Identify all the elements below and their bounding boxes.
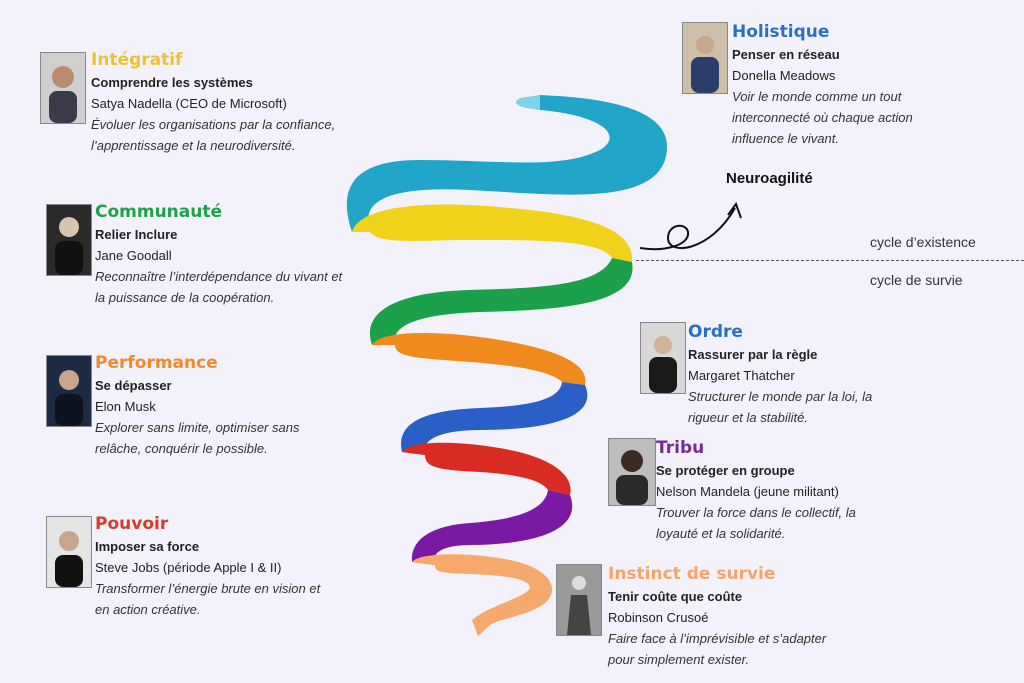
spiral-band-green — [369, 258, 633, 345]
portrait-performance — [46, 355, 92, 427]
level-desc-line: Trouver la force dans le collectif, la — [656, 505, 856, 520]
level-desc-line: rigueur et la stabilité. — [688, 410, 808, 425]
level-person: Jane Goodall — [95, 248, 172, 263]
level-title: Tribu — [656, 438, 705, 458]
portrait-pouvoir — [46, 516, 92, 588]
level-desc-line: interconnecté où chaque action — [732, 110, 913, 125]
curly-arrow — [639, 207, 736, 251]
spiral-band-yellow — [352, 204, 633, 262]
level-subtitle: Imposer sa force — [95, 539, 200, 554]
level-title: Ordre — [688, 322, 743, 342]
spiral-band-turquoise-tail — [516, 95, 540, 110]
level-desc-line: pour simplement exister. — [608, 652, 750, 667]
level-person: Nelson Mandela (jeune militant) — [656, 484, 839, 499]
level-desc-line: Transformer l’énergie brute en vision et — [95, 581, 321, 596]
level-subtitle: Tenir coûte que coûte — [608, 589, 743, 604]
level-person: Margaret Thatcher — [688, 368, 795, 383]
portrait-ordre — [640, 322, 686, 394]
cycle-survie-label: cycle de survie — [870, 272, 963, 288]
spiral-band-peach — [412, 554, 553, 636]
level-subtitle: Penser en réseau — [732, 47, 840, 62]
portrait-holistique — [682, 22, 728, 94]
level-desc-line: Explorer sans limite, optimiser sans — [95, 420, 300, 435]
level-desc-line: en action créative. — [95, 602, 201, 617]
level-desc-line: loyauté et la solidarité. — [656, 526, 786, 541]
spiral-band-blue — [401, 382, 588, 455]
level-desc-line: l’apprentissage et la neurodiversité. — [91, 138, 296, 153]
level-person: Steve Jobs (période Apple I & II) — [95, 560, 282, 575]
neuroagilite-label: Neuroagilité — [726, 170, 813, 187]
level-desc-line: relâche, conquérir le possible. — [95, 441, 268, 456]
level-subtitle: Se dépasser — [95, 378, 172, 393]
level-person: Elon Musk — [95, 399, 156, 414]
spiral-band-orange — [372, 333, 586, 385]
level-person: Robinson Crusoé — [608, 610, 709, 625]
portrait-tribu — [608, 438, 656, 506]
level-title: Instinct de survie — [608, 564, 776, 584]
cycle-divider — [636, 260, 1024, 261]
level-desc-line: la puissance de la coopération. — [95, 290, 275, 305]
level-person: Donella Meadows — [732, 68, 836, 83]
level-subtitle: Se protéger en groupe — [656, 463, 795, 478]
level-desc-line: Voir le monde comme un tout — [732, 89, 902, 104]
level-subtitle: Relier Inclure — [95, 227, 178, 242]
cycle-existence-label: cycle d’existence — [870, 234, 976, 250]
portrait-instinct — [556, 564, 602, 636]
level-person: Satya Nadella (CEO de Microsoft) — [91, 96, 287, 111]
spiral-band-red — [402, 442, 571, 495]
level-title: Pouvoir — [95, 514, 169, 534]
level-desc-line: Faire face à l’imprévisible et s’adapter — [608, 631, 827, 646]
level-desc-line: influence le vivant. — [732, 131, 839, 146]
portrait-integratif — [40, 52, 86, 124]
level-subtitle: Rassurer par la règle — [688, 347, 818, 362]
level-title: Intégratif — [91, 50, 183, 70]
curly-arrow-head — [727, 201, 742, 219]
level-desc-line: Reconnaître l’interdépendance du vivant … — [95, 269, 343, 284]
level-title: Communauté — [95, 202, 223, 222]
level-title: Performance — [95, 353, 218, 373]
level-desc-line: Évoluer les organisations par la confian… — [91, 117, 336, 132]
portrait-communaute — [46, 204, 92, 276]
spiral-band-turquoise — [346, 95, 668, 232]
level-title: Holistique — [732, 22, 830, 42]
level-subtitle: Comprendre les systèmes — [91, 75, 253, 90]
spiral-band-purple — [411, 490, 573, 565]
level-desc-line: Structurer le monde par la loi, la — [688, 389, 873, 404]
